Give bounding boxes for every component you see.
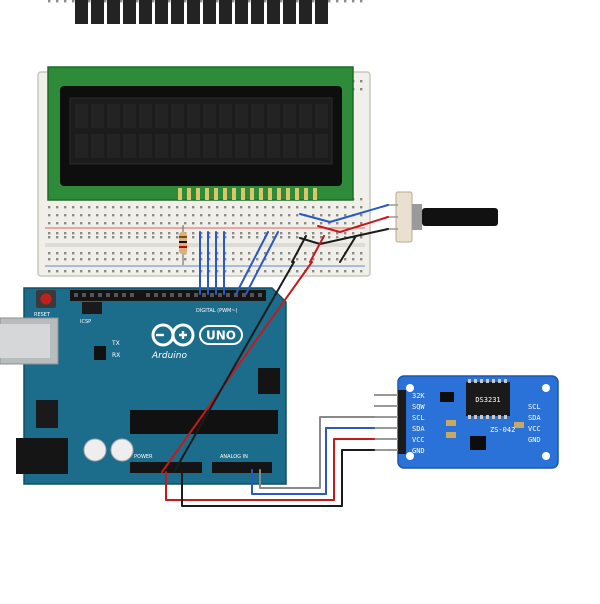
wire-bb-gnd-2 <box>339 235 357 263</box>
wire-bb-gnd <box>291 235 307 263</box>
lcd-module <box>47 0 354 201</box>
wire-5v <box>161 261 313 473</box>
analog-label: ANALOG IN <box>220 454 248 460</box>
right-pin-label-sda: SDA <box>528 414 541 422</box>
digital-header <box>70 290 266 301</box>
resistor <box>179 225 187 265</box>
wire-pot-vcc <box>317 216 389 233</box>
wire-pot-wiper <box>299 204 389 223</box>
tx-rx-leds <box>94 346 106 360</box>
wire-gnd <box>173 261 295 473</box>
wire-rtc-gnd <box>181 449 375 507</box>
chip-label: DS3231 <box>475 396 500 404</box>
rx-label: RX <box>112 352 120 359</box>
icsp-header-2 <box>258 368 280 394</box>
reset-label: RESET <box>34 312 51 318</box>
uno-logo-text: UNO <box>206 329 236 343</box>
pin-label-vcc: VCC <box>412 436 425 444</box>
arduino-logo: UNO Arduino <box>151 323 243 361</box>
arduino-uno-board: RESET ICSP DIGITAL (PWM~) UNO Arduino <box>0 287 287 485</box>
pin-label-sqw: SQW <box>412 403 425 411</box>
wires <box>161 204 389 507</box>
analog-header <box>212 462 272 473</box>
pin-label-sda: SDA <box>412 425 425 433</box>
power-label: POWER <box>134 454 153 460</box>
icsp-label: ICSP <box>80 319 91 325</box>
wire-lcd-en <box>235 231 269 295</box>
lcd-character-cells <box>75 0 328 158</box>
pin-label-32k: 32K <box>412 392 425 400</box>
rtc-module: 32K SQW SCL SDA VCC GND DS3231 ZS-042 SC… <box>374 375 559 469</box>
potentiometer <box>386 191 498 243</box>
wire-rtc-scl <box>259 416 375 489</box>
right-pin-label-scl: SCL <box>528 403 541 411</box>
board-label: ZS-042 <box>490 426 515 434</box>
wire-lcd-rs <box>245 231 279 295</box>
wire-rtc-vcc <box>165 438 375 501</box>
wire-bb-vcc <box>309 235 325 263</box>
arduino-brand-text: Arduino <box>151 351 187 361</box>
pin-label-scl: SCL <box>412 414 425 422</box>
voltage-regulator <box>36 400 58 428</box>
capacitor <box>83 438 107 462</box>
icsp-header <box>82 302 102 314</box>
rtc-header-pins <box>374 390 406 454</box>
pin-label-gnd: GND <box>412 447 425 455</box>
digital-label: DIGITAL (PWM~) <box>196 308 238 314</box>
right-pin-label-gnd: GND <box>528 436 541 444</box>
right-pin-label-vcc: VCC <box>528 425 541 433</box>
ds3231-chip <box>466 382 510 416</box>
dc-jack <box>16 438 68 474</box>
wire-rtc-sda <box>251 427 375 495</box>
lcd-header-pins <box>178 188 317 200</box>
capacitor <box>110 438 134 462</box>
tx-label: TX <box>111 340 120 347</box>
eeprom-chip <box>440 392 454 402</box>
